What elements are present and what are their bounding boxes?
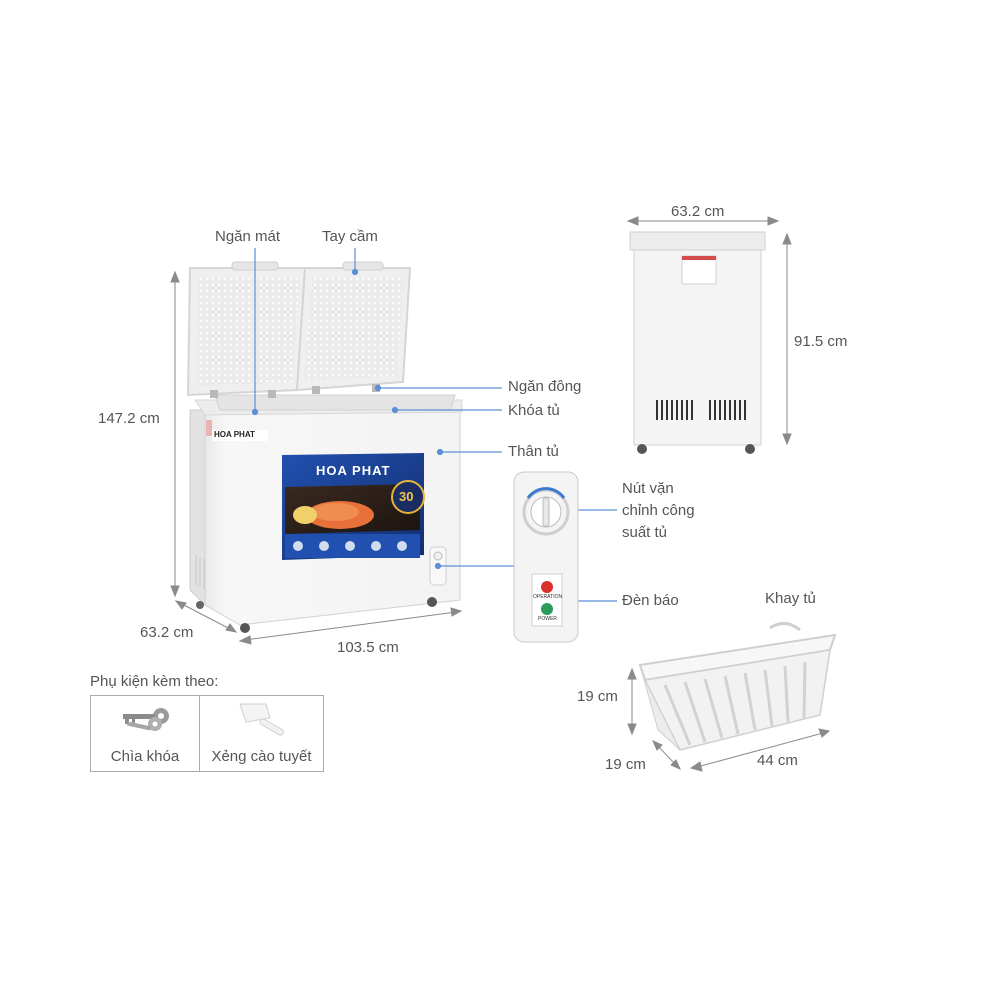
dimension-lines-side — [626, 216, 792, 446]
label-than-tu: Thân tủ — [508, 443, 559, 460]
dim-width-main: 103.5 cm — [337, 639, 399, 656]
label-khoa-tu: Khóa tủ — [508, 402, 560, 419]
badge-number: 30 — [399, 489, 414, 504]
control-panel — [513, 471, 579, 643]
dim-tray-width: 44 cm — [757, 752, 798, 769]
basket-tray — [638, 622, 837, 751]
label-nut-van: Nút vặn chỉnh công suất tủ — [622, 480, 695, 541]
accessory-item-keys: Chìa khóa — [90, 695, 200, 772]
accessory-label-scraper: Xẻng cào tuyết — [211, 748, 312, 765]
power-led — [541, 603, 553, 615]
accessory-label-keys: Chìa khóa — [110, 748, 180, 765]
label-power: POWER — [538, 616, 557, 622]
label-operation: OPERATION — [533, 594, 563, 600]
dim-depth-main: 63.2 cm — [140, 624, 194, 641]
freezer-side-view — [629, 231, 766, 454]
operation-led — [541, 581, 553, 593]
label-den-bao: Đèn báo — [622, 592, 679, 609]
label-ngan-mat: Ngăn mát — [215, 228, 281, 245]
accessories-title: Phụ kiện kèm theo: — [90, 673, 219, 690]
accessory-item-scraper: Xẻng cào tuyết — [199, 695, 324, 772]
dim-tray-depth: 19 cm — [605, 756, 646, 773]
ice-scraper-icon — [239, 703, 284, 736]
dim-tray-height: 19 cm — [577, 688, 618, 705]
dimension-lines-tray — [627, 667, 831, 772]
label-khay-tu: Khay tủ — [765, 590, 816, 607]
label-tay-cam: Tay cầm — [322, 228, 378, 245]
chest-freezer — [186, 261, 463, 633]
dim-side-height: 91.5 cm — [794, 333, 848, 350]
feature-badge — [282, 453, 425, 560]
dimension-lines-main — [170, 270, 463, 645]
dim-side-width: 63.2 cm — [671, 203, 725, 220]
freezer-logo: HOA PHAT — [214, 430, 255, 439]
badge-brand: HOA PHAT — [316, 463, 391, 478]
keys-icon — [123, 708, 169, 731]
dim-height-open: 147.2 cm — [98, 410, 160, 427]
lid-left — [186, 261, 307, 397]
lid-right — [295, 261, 412, 392]
label-ngan-dong: Ngăn đông — [508, 378, 582, 395]
